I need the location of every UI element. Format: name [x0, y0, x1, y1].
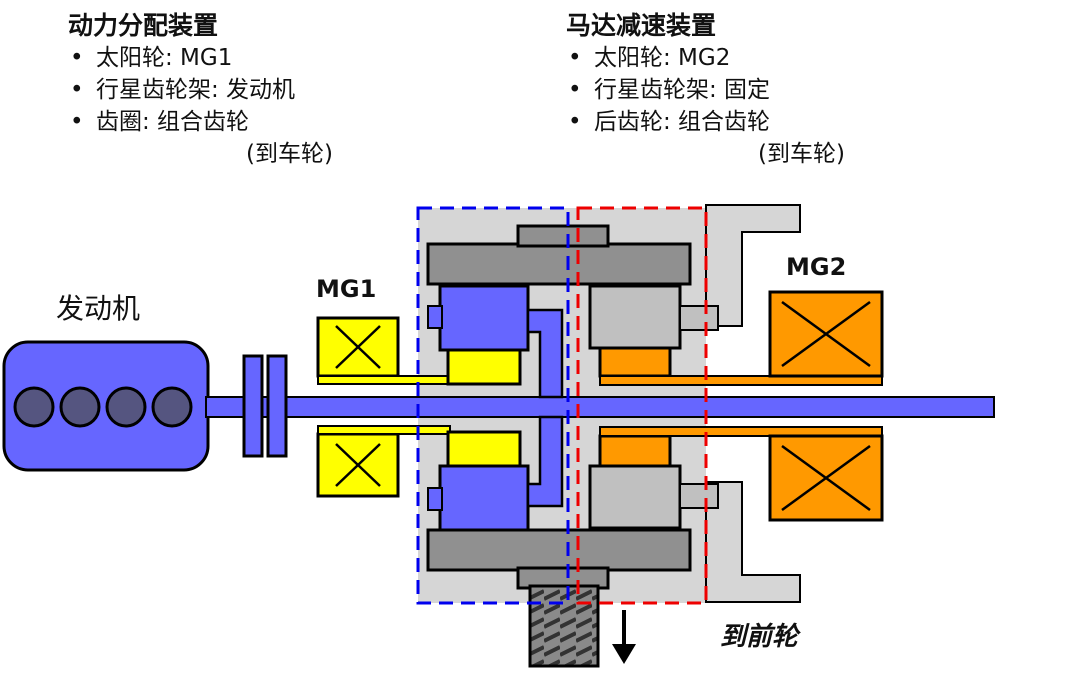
engine-label: 发动机 [56, 292, 140, 325]
reduction-carrier-lower [679, 483, 719, 509]
mg1-stator-upper [316, 316, 400, 378]
ring-gear-upper [426, 242, 692, 286]
input-shaft [205, 396, 995, 418]
reduction-sun-gear-upper [598, 346, 672, 378]
psd-pinion-pin-upper [427, 305, 443, 329]
motor-reduction-device-outline [576, 206, 708, 605]
reduction-pinion-upper [588, 284, 682, 350]
motor-reduction-device-title: 马达减速装置 [566, 11, 717, 40]
power-split-device-title: 动力分配装置 [68, 11, 219, 40]
list-item: 行星齿轮架: 固定 [566, 74, 845, 106]
cylinder [59, 386, 101, 428]
counter-driven-gear [528, 584, 600, 668]
mg2-stator-upper [768, 290, 884, 378]
list-item: 齿圈: 组合齿轮 [68, 106, 333, 138]
to-front-wheels-label: 到前轮 [720, 622, 801, 652]
psd-pinion-upper [438, 284, 530, 352]
cylinder [13, 386, 55, 428]
mg1-rotor-shaft-upper [317, 375, 451, 385]
psd-pinion-pin-lower [427, 487, 443, 511]
motor-reduction-device-note: (到车轮) [758, 141, 845, 167]
list-item: 太阳轮: MG1 [68, 42, 333, 74]
power-split-device-note: (到车轮) [246, 141, 333, 167]
power-split-device-panel: 动力分配装置 太阳轮: MG1 行星齿轮架: 发动机 齿圈: 组合齿轮 (到车轮… [68, 10, 333, 170]
list-item: 后齿轮: 组合齿轮 [566, 106, 845, 138]
psd-carrier-lower [526, 415, 564, 508]
reduction-sun-gear-lower [598, 434, 672, 468]
list-item: 太阳轮: MG2 [566, 42, 845, 74]
down-arrow-icon [612, 610, 636, 664]
psd-carrier-upper [526, 308, 564, 399]
mg2-label: MG2 [786, 253, 846, 281]
power-split-device-list: 太阳轮: MG1 行星齿轮架: 发动机 齿圈: 组合齿轮 [68, 42, 333, 138]
reduction-carrier-upper [679, 305, 719, 331]
cylinder [105, 386, 147, 428]
motor-reduction-device-panel: 马达减速装置 太阳轮: MG2 行星齿轮架: 固定 后齿轮: 组合齿轮 (到车轮… [566, 10, 845, 170]
counter-drive-gear-upper [516, 224, 610, 248]
mg1-label: MG1 [316, 275, 376, 303]
mg2-stator-lower [768, 434, 884, 522]
cylinder [151, 386, 193, 428]
psd-sun-gear-upper [446, 348, 522, 386]
ring-gear-lower [426, 528, 692, 572]
damper-flange [266, 354, 288, 458]
psd-sun-gear-lower [446, 430, 522, 468]
damper-flange [242, 354, 264, 458]
mg2-rotor-shaft-upper [599, 375, 883, 386]
reduction-pinion-lower [588, 464, 682, 530]
mg1-stator-lower [316, 432, 400, 498]
psd-pinion-lower [438, 464, 530, 532]
mg1-rotor-shaft-lower [317, 425, 451, 435]
motor-reduction-device-list: 太阳轮: MG2 行星齿轮架: 固定 后齿轮: 组合齿轮 [566, 42, 845, 138]
mg2-housing-bracket-lower [705, 481, 801, 603]
power-split-device-outline [416, 206, 570, 605]
mg2-rotor-shaft-lower [599, 426, 883, 437]
list-item: 行星齿轮架: 发动机 [68, 74, 333, 106]
